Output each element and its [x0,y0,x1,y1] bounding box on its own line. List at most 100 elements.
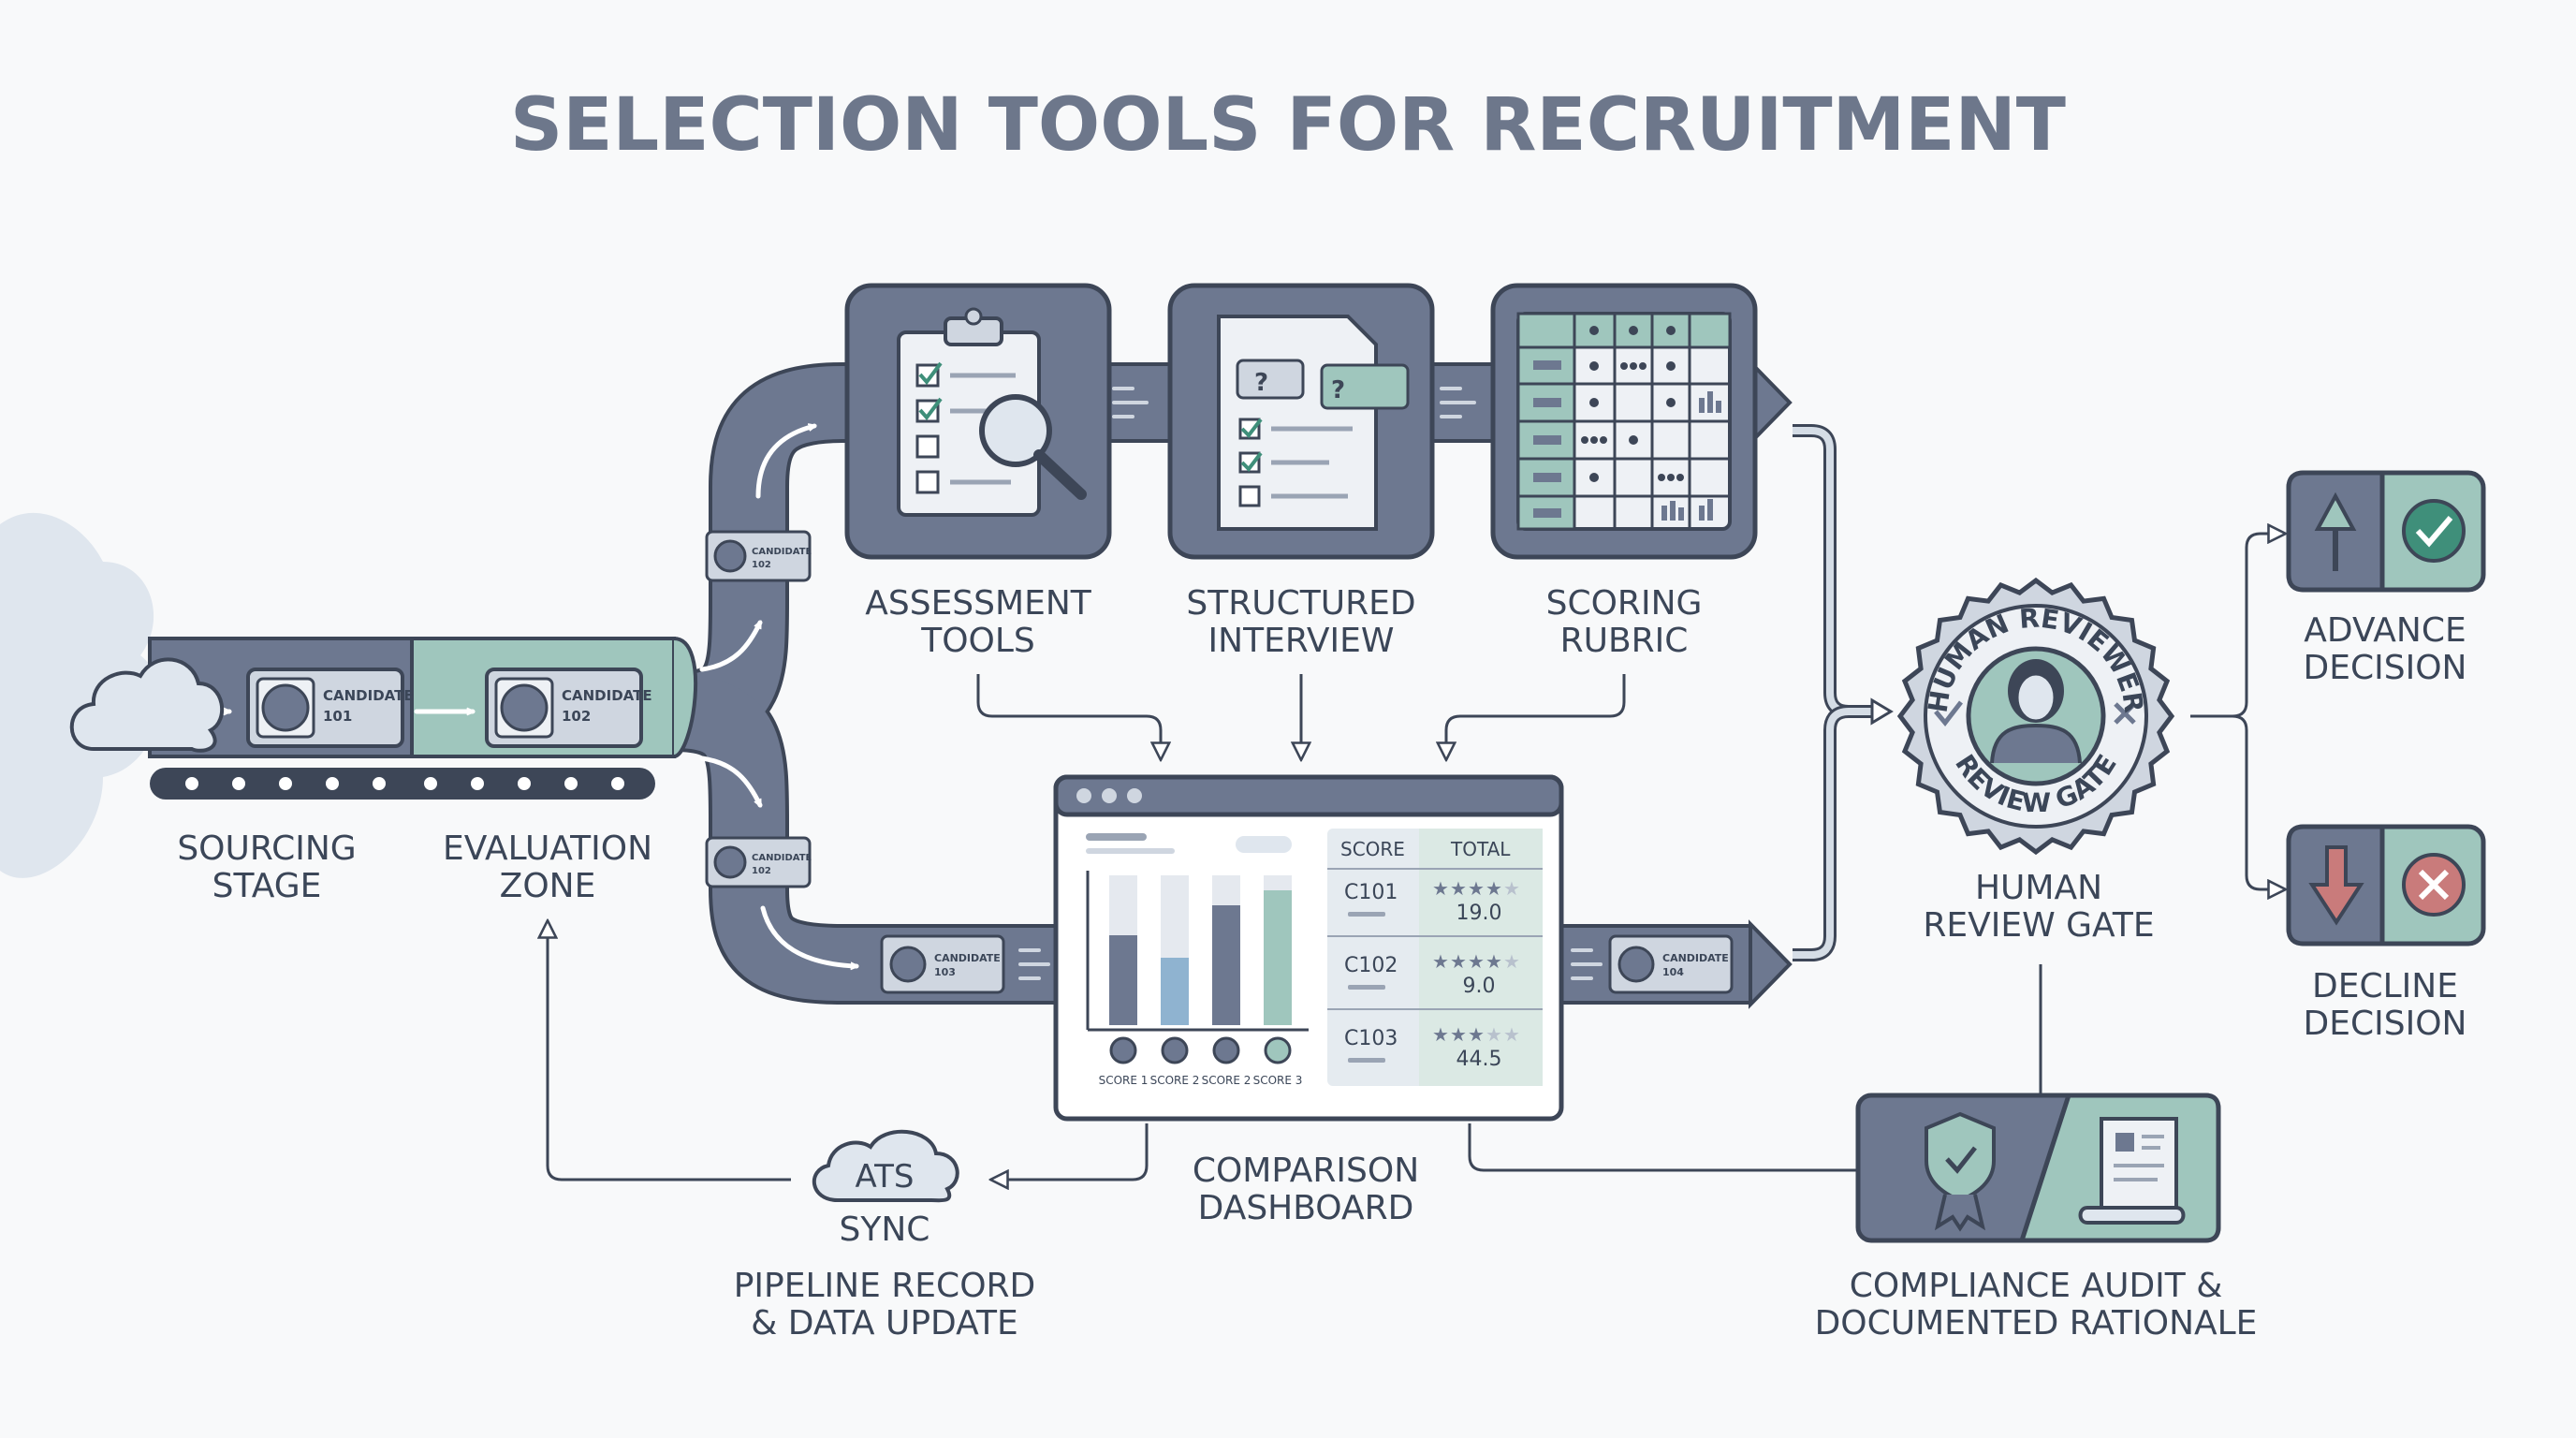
conveyor-rollers [183,775,626,792]
svg-text:?: ? [1254,369,1268,397]
star-icon: ★ [1468,879,1485,900]
magnifier-icon [979,394,1087,500]
x-icon [2114,702,2136,725]
sourcing-label-2: STAGE [212,867,322,905]
structured-interview-box: ? ? [1167,283,1435,560]
conveyor-strip [150,768,655,800]
sync-label-2: PIPELINE RECORD [734,1267,1036,1305]
star-icon: ★ [1468,952,1485,973]
return-connector [1793,424,1894,961]
bar-label: SCORE 1 [1099,1074,1149,1087]
rubric-grid-icon [1516,312,1732,531]
human-review-gate-seal: HUMAN REVIEWER REVIEW GATE [1896,577,2175,856]
candidate-card: CANDIDATE 102 [705,836,812,888]
star-icon: ★ [1503,879,1520,900]
bar-label: SCORE 2 [1150,1074,1200,1087]
decline-label-1: DECLINE [2312,967,2458,1005]
row-line [1348,985,1385,990]
assessment-label-1: ASSESSMENT [865,584,1092,623]
table-header-score: SCORE [1340,838,1405,860]
candidate-card: CANDIDATE 101 [246,668,414,748]
decline-decision-box [2286,824,2486,946]
candidate-label: CANDIDATE [562,687,652,704]
row-id: C101 [1344,881,1398,904]
rubric-label-1: SCORING [1546,584,1703,623]
check-icon [2415,516,2453,548]
candidate-number: 102 [752,866,771,876]
sourcing-cloud-icon [69,657,225,753]
row-total: 44.5 [1456,1048,1502,1071]
candidate-label: CANDIDATE [752,853,812,863]
star-icon: ★ [1450,879,1467,900]
check-icon [1934,700,1963,726]
interview-label-1: STRUCTURED [1186,584,1415,623]
reviewer-person-icon [1990,659,2082,764]
pipe-dash-marks [1018,387,1603,980]
candidate-number: 103 [934,966,956,978]
bar-label: SCORE 2 [1202,1074,1251,1087]
row-total: 19.0 [1456,902,1502,925]
star-icon: ★ [1432,1025,1449,1046]
bar-marker [1161,1036,1189,1064]
arrow-up-icon [2314,492,2357,571]
score-bar [1264,890,1292,1025]
bar-marker [1109,1036,1137,1064]
score-bar [1161,958,1189,1025]
row-line [1348,912,1385,917]
x-icon [2418,869,2450,901]
compliance-label-2: DOCUMENTED RATIONALE [1815,1304,2258,1343]
candidate-number: 104 [1662,966,1684,978]
candidate-card: CANDIDATE 102 [705,530,812,582]
score-bar [1212,905,1240,1025]
avatar-icon [713,845,747,879]
advance-label-2: DECISION [2304,649,2467,687]
candidate-card: CANDIDATE 103 [880,934,1005,994]
sync-label-3: & DATA UPDATE [751,1304,1017,1343]
avatar-icon [713,539,747,573]
svg-text:?: ? [1331,376,1345,404]
compliance-label-1: COMPLIANCE AUDIT & [1850,1267,2223,1305]
decline-label-2: DECISION [2304,1005,2467,1043]
page-title: SELECTION TOOLS FOR RECRUITMENT [510,83,2066,168]
row-id: C102 [1344,954,1398,977]
star-icon: ★ [1432,952,1449,973]
row-line [1348,1058,1385,1063]
shield-check-icon [1925,1111,1996,1232]
score-bar [1109,935,1137,1025]
avatar-icon [500,683,549,732]
star-icon: ★ [1486,1025,1502,1046]
connector-lines [548,534,2284,1180]
star-icon: ★ [1450,952,1467,973]
clipboard-checklist-icon [897,307,1041,517]
evaluation-label-2: ZONE [500,867,596,905]
interview-label-2: INTERVIEW [1208,622,1395,660]
candidate-number: 102 [752,560,771,570]
row-id: C103 [1344,1027,1398,1050]
bar-marker [1212,1036,1240,1064]
sourcing-label-1: SOURCING [177,829,356,868]
candidate-card: CANDIDATE 104 [1608,934,1734,994]
scroll-document-icon [2078,1117,2186,1225]
bar-marker [1264,1036,1292,1064]
candidate-label: CANDIDATE [1662,952,1729,964]
star-icon: ★ [1486,952,1502,973]
background-cloud-icon [0,512,160,878]
assessment-tools-box [844,283,1112,560]
star-icon: ★ [1503,1025,1520,1046]
avatar-icon [261,683,310,732]
star-icon: ★ [1486,879,1502,900]
star-icon: ★ [1432,879,1449,900]
rubric-label-2: RUBRIC [1560,622,1689,660]
candidate-card: CANDIDATE 102 [485,668,652,748]
pipe-end-bottom [1749,919,1793,1009]
candidate-number: 101 [323,708,352,725]
assessment-label-2: TOOLS [920,622,1035,660]
bar-label: SCORE 3 [1253,1074,1303,1087]
advance-label-1: ADVANCE [2304,611,2466,650]
candidate-label: CANDIDATE [323,687,414,704]
ats-label: ATS [856,1158,915,1196]
window-dot [1076,788,1091,803]
